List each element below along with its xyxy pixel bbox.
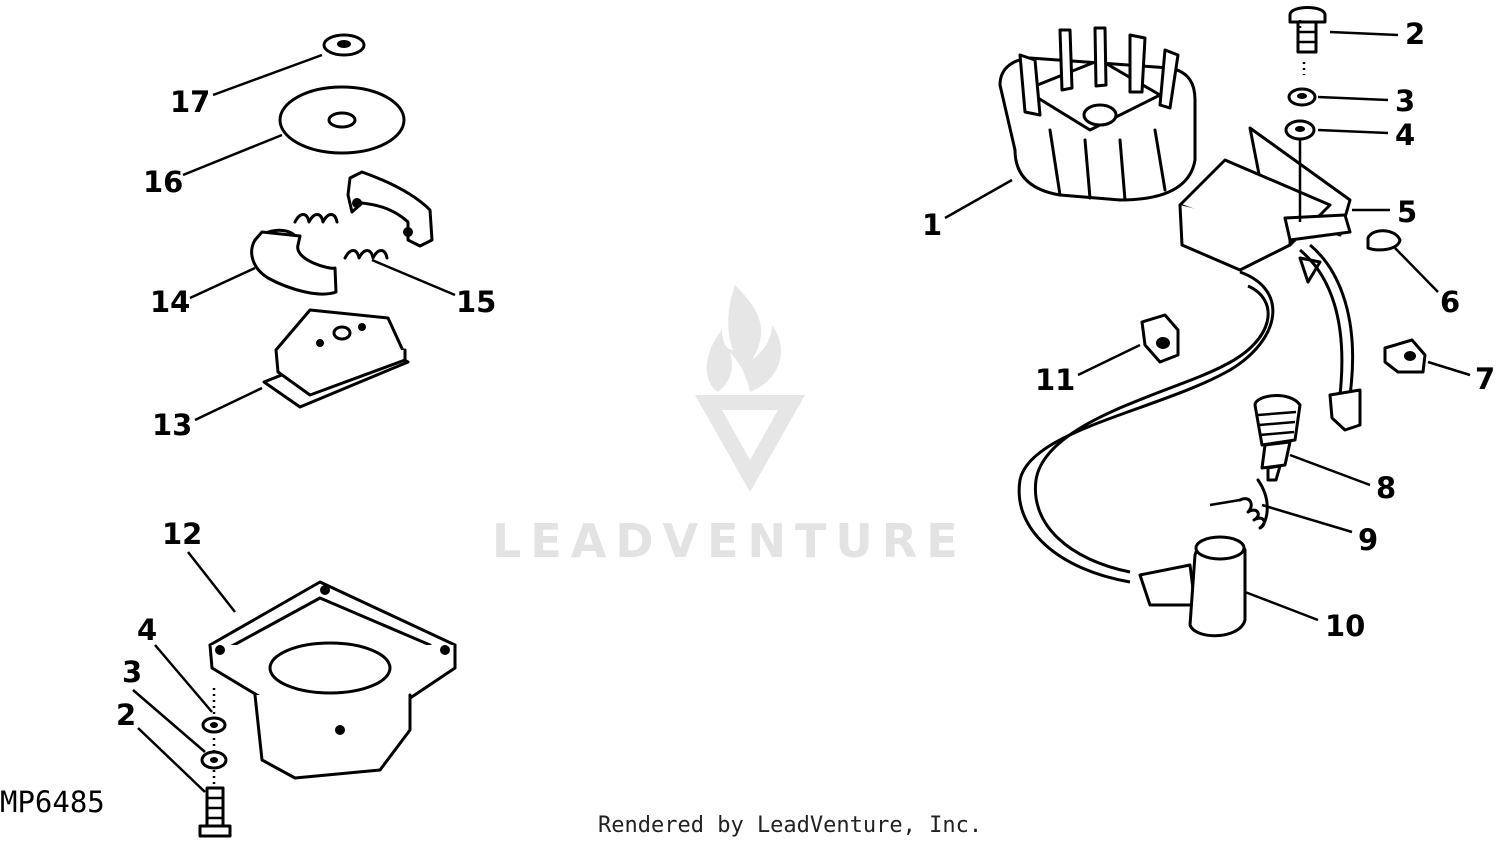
part-15-spring <box>293 213 389 260</box>
callout-9: 9 <box>1358 523 1378 557</box>
part-14-clutch-shoe-upper <box>346 170 434 248</box>
callout-17: 17 <box>170 85 210 119</box>
callout-1: 1 <box>922 208 942 242</box>
wire-terminal <box>1328 388 1362 432</box>
part-3-washer <box>1287 87 1317 107</box>
part-16-disc <box>278 85 406 155</box>
part-7-clip <box>1383 338 1427 374</box>
part-12-housing <box>208 580 457 780</box>
callout-8: 8 <box>1376 471 1396 505</box>
callout-7: 7 <box>1475 362 1495 396</box>
leadventure-watermark: LEADVENTURE <box>492 285 967 568</box>
callout-2: 2 <box>1405 17 1425 51</box>
watermark-text: LEADVENTURE <box>492 514 967 568</box>
footer-credit: Rendered by LeadVenture, Inc. <box>598 813 982 838</box>
callouts: 17 16 14 15 13 12 4 3 2 1 2 3 4 5 6 7 11… <box>116 17 1495 732</box>
v-logo-icon <box>695 395 805 492</box>
flame-logo-icon <box>706 285 781 392</box>
part-4-washer-left <box>201 716 227 734</box>
callout-5: 5 <box>1397 195 1417 229</box>
callout-6: 6 <box>1440 285 1460 319</box>
part-2-bolt <box>1288 6 1327 54</box>
ground-wire <box>1309 243 1355 396</box>
ground-wire-inner <box>1299 248 1344 396</box>
part-8-spark-plug <box>1253 394 1302 482</box>
part-1-flywheel <box>998 26 1197 202</box>
callout-4: 4 <box>1395 118 1415 152</box>
callout-11: 11 <box>1035 363 1075 397</box>
callout-2-left: 2 <box>116 698 136 732</box>
callout-16: 16 <box>143 165 183 199</box>
part-17-washer <box>322 33 366 57</box>
leader-lines <box>132 18 1471 793</box>
callout-3: 3 <box>1395 84 1415 118</box>
callout-10: 10 <box>1325 609 1365 643</box>
callout-15: 15 <box>456 285 496 319</box>
part-4-washer <box>1284 119 1316 141</box>
part-3-washer-left <box>200 750 228 770</box>
part-11-clamp <box>1140 313 1180 364</box>
callout-3-left: 3 <box>122 655 142 689</box>
part-10-boot <box>1138 535 1247 638</box>
part-6-plug <box>1366 229 1402 252</box>
part-13-cover <box>262 308 410 409</box>
callout-12: 12 <box>162 517 202 551</box>
ignition-lead <box>1017 270 1275 584</box>
ignition-lead-inner <box>1033 284 1270 574</box>
diagram-code: MP6485 <box>0 785 105 819</box>
part-2-bolt-left <box>198 786 232 838</box>
callout-4-left: 4 <box>137 613 157 647</box>
callout-13: 13 <box>152 408 192 442</box>
callout-14: 14 <box>150 285 190 319</box>
part-14-clutch-shoe <box>250 228 338 296</box>
part-9-spring <box>1209 478 1269 530</box>
